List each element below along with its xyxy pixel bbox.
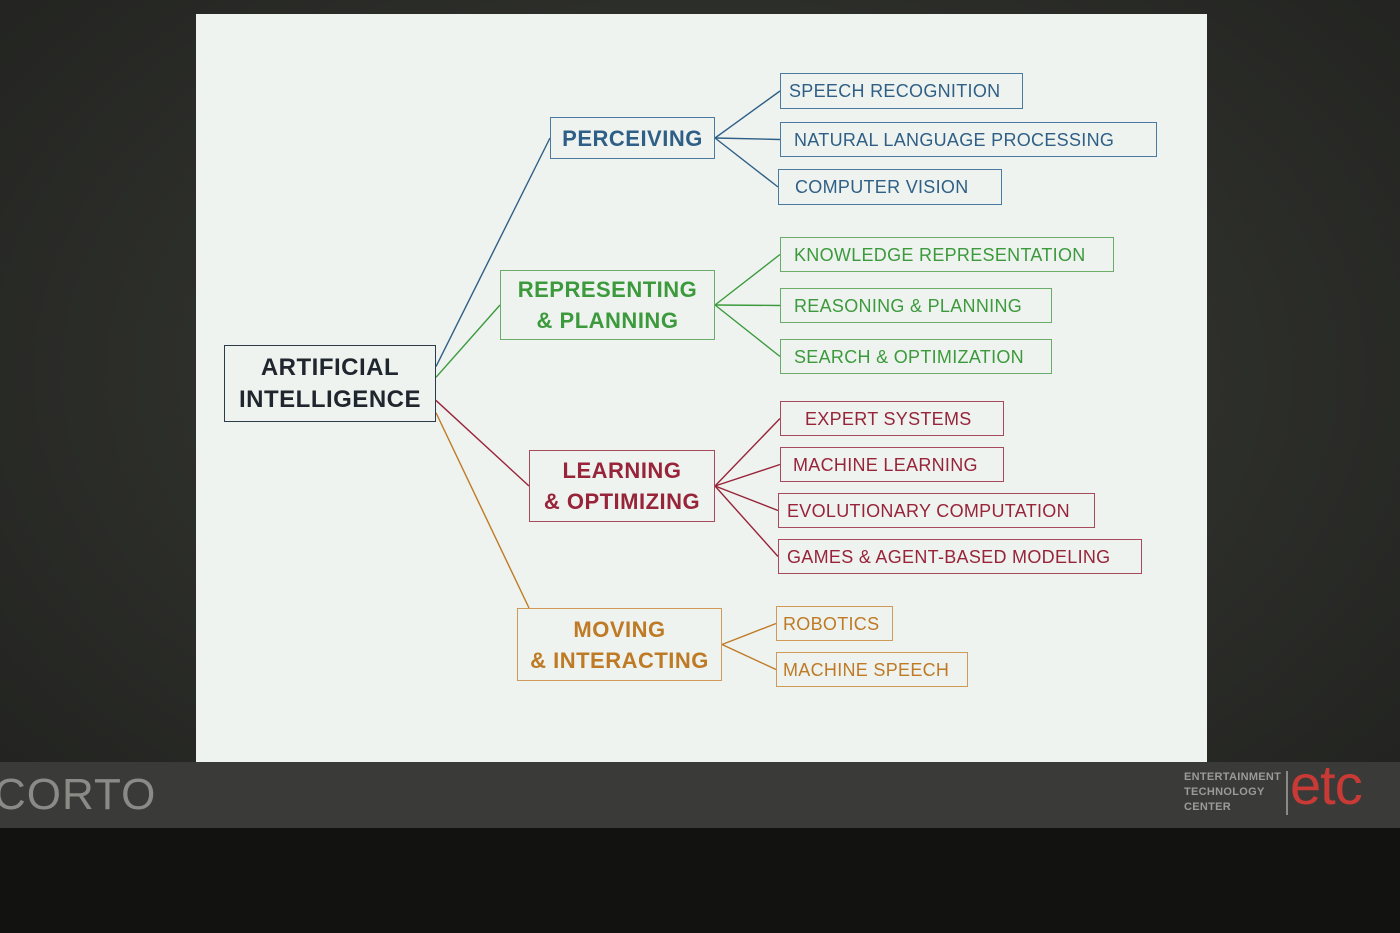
category-label: REPRESENTING & PLANNING bbox=[517, 277, 698, 333]
leaf-node-machine-learning: MACHINE LEARNING bbox=[780, 447, 1004, 482]
category-label: MOVING & INTERACTING bbox=[530, 616, 709, 673]
etc-divider bbox=[1286, 771, 1288, 815]
category-node-moving-interacting: MOVING & INTERACTING bbox=[517, 608, 722, 681]
etc-caption: ENTERTAINMENT TECHNOLOGY CENTER bbox=[1184, 770, 1284, 815]
screen-bottom-bar bbox=[0, 762, 1400, 828]
root-node-label: ARTIFICIAL INTELLIGENCE bbox=[238, 353, 421, 413]
leaf-node-evolutionary-computation: EVOLUTIONARY COMPUTATION bbox=[778, 493, 1095, 528]
leaf-node-natural-language-processing: NATURAL LANGUAGE PROCESSING bbox=[780, 122, 1157, 157]
category-label: LEARNING & OPTIMIZING bbox=[543, 458, 701, 514]
etc-logo: etc bbox=[1290, 753, 1363, 816]
leaf-node-games-agent-based-modeling: GAMES & AGENT-BASED MODELING bbox=[778, 539, 1142, 574]
leaf-node-knowledge-representation: KNOWLEDGE REPRESENTATION bbox=[780, 237, 1114, 272]
presentation-slide bbox=[196, 14, 1207, 762]
category-node-perceiving: PERCEIVING bbox=[550, 117, 715, 159]
leaf-node-machine-speech: MACHINE SPEECH bbox=[776, 652, 968, 687]
root-node-artificial-intelligence: ARTIFICIAL INTELLIGENCE bbox=[224, 345, 436, 422]
etc-caption-line: ENTERTAINMENT bbox=[1184, 771, 1282, 783]
category-node-representing-planning: REPRESENTING & PLANNING bbox=[500, 270, 715, 340]
etc-caption-line: TECHNOLOGY bbox=[1184, 786, 1265, 798]
leaf-node-computer-vision: COMPUTER VISION bbox=[778, 169, 1002, 205]
leaf-node-speech-recognition: SPEECH RECOGNITION bbox=[780, 73, 1023, 109]
leaf-node-search-optimization: SEARCH & OPTIMIZATION bbox=[780, 339, 1052, 374]
leaf-node-expert-systems: EXPERT SYSTEMS bbox=[780, 401, 1004, 436]
category-node-learning-optimizing: LEARNING & OPTIMIZING bbox=[529, 450, 715, 522]
leaf-node-robotics: ROBOTICS bbox=[776, 606, 893, 641]
corto-logo-text: CORTO bbox=[0, 770, 157, 819]
audience-foreground bbox=[0, 828, 1400, 933]
etc-caption-line: CENTER bbox=[1184, 801, 1232, 813]
leaf-node-reasoning-planning: REASONING & PLANNING bbox=[780, 288, 1052, 323]
category-label: PERCEIVING bbox=[562, 125, 703, 151]
